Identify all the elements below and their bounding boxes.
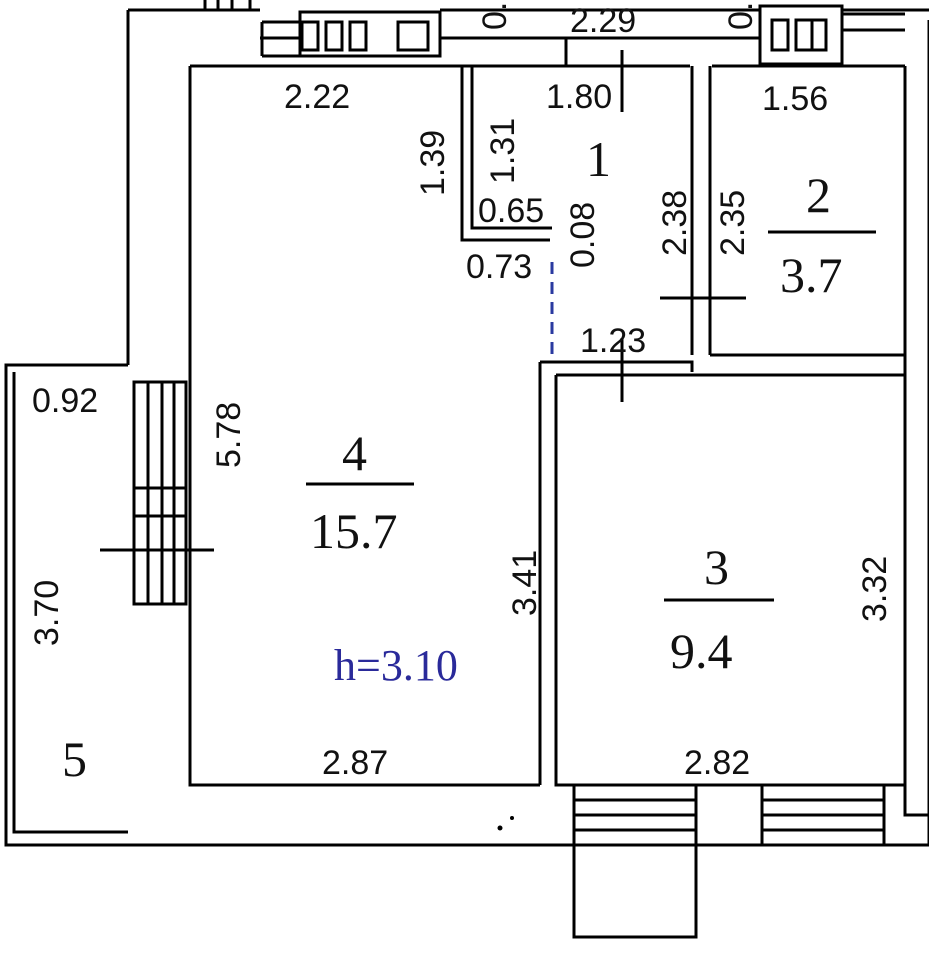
fraction-lines <box>306 230 876 602</box>
room-5-number: 5 <box>62 731 87 787</box>
room-2-area: 3.7 <box>780 247 843 303</box>
dim-2-38: 2.38 <box>656 190 694 256</box>
outer-wall <box>4 10 929 847</box>
room1-shaft <box>460 66 552 242</box>
dim-1-31: 1.31 <box>484 118 522 184</box>
room-2-number: 2 <box>806 167 831 223</box>
room4-left-wall <box>188 66 540 787</box>
dim-2-82: 2.82 <box>684 744 750 782</box>
walls <box>4 8 929 847</box>
room-4-area: 15.7 <box>310 503 398 559</box>
room1-room3-wall <box>540 360 905 377</box>
window-top-right <box>758 4 844 66</box>
dim-2-87: 2.87 <box>322 744 388 782</box>
inner-top-wall <box>190 36 905 68</box>
dim-3-41: 3.41 <box>506 550 544 616</box>
right-wall <box>903 20 929 845</box>
dim-0-73: 0.73 <box>466 248 532 286</box>
room1-room2-wall <box>690 66 905 357</box>
dim-1-80: 1.80 <box>546 78 612 116</box>
dim-top-frag-a: 0. <box>476 2 514 30</box>
ceiling-height: h=3.10 <box>334 641 458 690</box>
room-1-number: 1 <box>586 131 611 187</box>
dim-0-92: 0.92 <box>32 382 98 420</box>
dim-0-08: 0.08 <box>564 202 602 268</box>
room-4-number: 4 <box>342 425 367 481</box>
dim-3-32: 3.32 <box>856 556 894 622</box>
debris-dots <box>497 816 514 831</box>
window-top-left <box>298 10 442 58</box>
dim-3-70: 3.70 <box>28 580 66 646</box>
dim-1-39: 1.39 <box>414 130 452 196</box>
window-top-left-frame <box>203 0 300 58</box>
dim-0-65: 0.65 <box>478 192 544 230</box>
stair-left <box>100 380 214 606</box>
dim-1-56: 1.56 <box>762 80 828 118</box>
room-3-number: 3 <box>704 539 729 595</box>
room-3-area: 9.4 <box>670 623 733 679</box>
dim-1-23: 1.23 <box>580 322 646 360</box>
door-marks <box>564 38 746 402</box>
dim-top-frag-b: 0. <box>722 2 760 30</box>
window-top-right-frame <box>842 8 929 32</box>
dim-2-22: 2.22 <box>284 78 350 116</box>
dim-2-35: 2.35 <box>714 190 752 256</box>
dim-5-78: 5.78 <box>210 402 248 468</box>
balcony-wall <box>6 363 128 834</box>
dim-top-2-29: 2.29 <box>570 2 636 40</box>
entrance-stairs <box>572 783 886 939</box>
